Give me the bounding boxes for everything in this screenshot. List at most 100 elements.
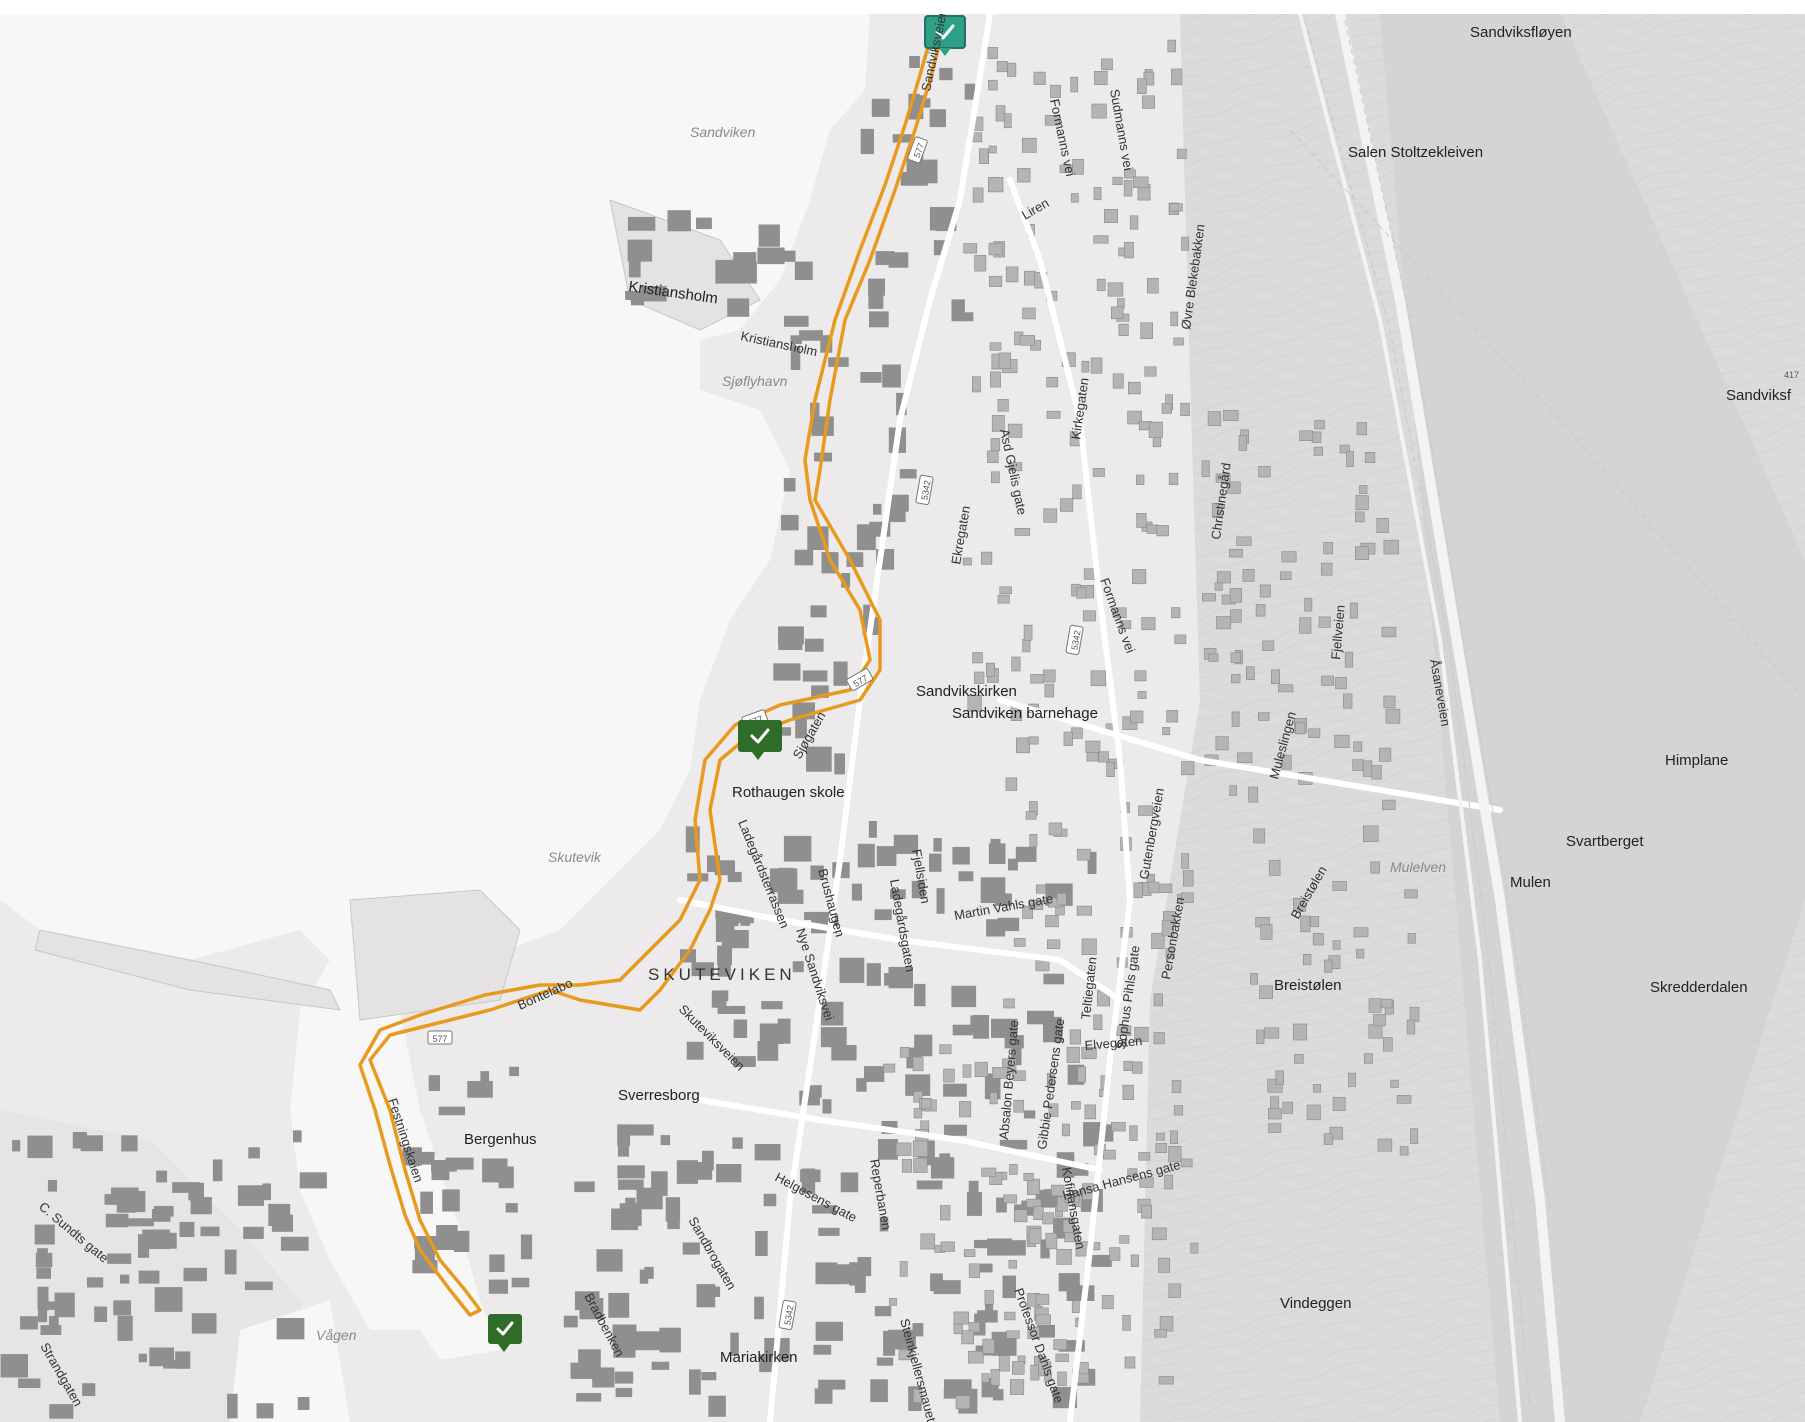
house — [1262, 640, 1275, 651]
house — [989, 342, 1002, 351]
building — [509, 1066, 519, 1077]
house — [921, 1098, 932, 1110]
house — [1161, 919, 1174, 937]
house — [1259, 584, 1271, 598]
house — [1159, 1316, 1174, 1332]
house — [981, 1373, 990, 1383]
house — [1053, 1339, 1067, 1350]
house — [1019, 335, 1035, 346]
house — [1042, 1212, 1054, 1225]
building — [299, 1172, 327, 1189]
building — [1043, 1020, 1063, 1043]
house — [1146, 524, 1158, 534]
house — [1060, 498, 1074, 512]
building — [262, 1183, 271, 1201]
house — [1229, 548, 1243, 558]
house — [1062, 1219, 1075, 1233]
building — [912, 1323, 924, 1337]
house — [1009, 1164, 1018, 1175]
house — [1025, 811, 1037, 820]
houses — [883, 39, 1420, 1410]
building — [778, 634, 803, 650]
building — [999, 1240, 1026, 1256]
house — [1112, 607, 1127, 618]
building — [715, 917, 735, 942]
building — [256, 1403, 274, 1419]
route-line[interactable] — [358, 21, 947, 1317]
house — [1246, 666, 1255, 681]
building — [792, 961, 804, 973]
house — [1111, 306, 1124, 320]
house — [1323, 1133, 1334, 1145]
house — [1324, 959, 1333, 973]
building — [968, 1180, 979, 1203]
building — [871, 98, 890, 117]
waypoint-marker-start[interactable] — [924, 15, 966, 56]
house — [1030, 674, 1045, 684]
map-viewport[interactable]: 577 577 577 577 5342 5342 5342 — [0, 14, 1805, 1422]
house — [1383, 539, 1399, 555]
house — [1255, 604, 1266, 617]
building — [888, 966, 913, 989]
house — [1140, 322, 1153, 339]
building — [790, 346, 801, 370]
house — [1359, 485, 1368, 494]
house — [1168, 1283, 1182, 1298]
house — [1141, 617, 1156, 631]
building — [776, 727, 791, 736]
house — [1028, 899, 1044, 910]
building — [778, 867, 794, 881]
building — [717, 960, 731, 977]
house — [1006, 1330, 1020, 1339]
building — [1008, 858, 1018, 871]
building — [183, 1267, 207, 1282]
house — [1092, 468, 1105, 477]
house — [1303, 953, 1312, 966]
building — [804, 638, 824, 652]
place-label-himplane: Himplane — [1665, 752, 1728, 769]
house — [1162, 727, 1171, 736]
building — [818, 1379, 846, 1390]
road-number-shields: 5342 5342 5342 — [778, 474, 1084, 1331]
building — [944, 1124, 967, 1136]
building — [682, 1242, 700, 1255]
house — [1106, 761, 1115, 777]
building — [1043, 973, 1065, 985]
house — [1349, 602, 1358, 619]
building — [784, 315, 809, 327]
building — [936, 888, 945, 914]
route[interactable] — [358, 21, 947, 1317]
building — [659, 1327, 681, 1353]
house — [1124, 169, 1136, 179]
building — [113, 1300, 132, 1316]
house — [968, 1322, 981, 1333]
house — [1258, 712, 1270, 721]
house — [979, 148, 989, 164]
building — [814, 1388, 833, 1404]
house — [1044, 1373, 1052, 1382]
house — [1170, 311, 1179, 327]
building — [794, 549, 814, 566]
house — [1153, 993, 1163, 1007]
building — [882, 364, 901, 388]
map-canvas[interactable]: 577 577 577 577 5342 5342 5342 — [0, 14, 1805, 1422]
building — [811, 416, 834, 436]
house — [988, 275, 1003, 287]
building — [783, 835, 812, 862]
house — [1299, 617, 1312, 634]
house — [1076, 586, 1087, 599]
house — [1293, 1023, 1307, 1041]
house — [1138, 805, 1153, 816]
building — [757, 1041, 779, 1061]
house — [1258, 466, 1271, 478]
waypoint-marker-middle[interactable] — [738, 720, 782, 760]
building — [166, 1232, 177, 1249]
house — [1271, 669, 1281, 684]
house — [1035, 1293, 1050, 1305]
house — [990, 1369, 1000, 1386]
house — [1008, 462, 1023, 472]
waypoint-marker-end[interactable] — [488, 1314, 522, 1352]
water-fjord — [0, 14, 870, 1360]
house — [988, 145, 997, 154]
house — [1093, 1014, 1103, 1031]
